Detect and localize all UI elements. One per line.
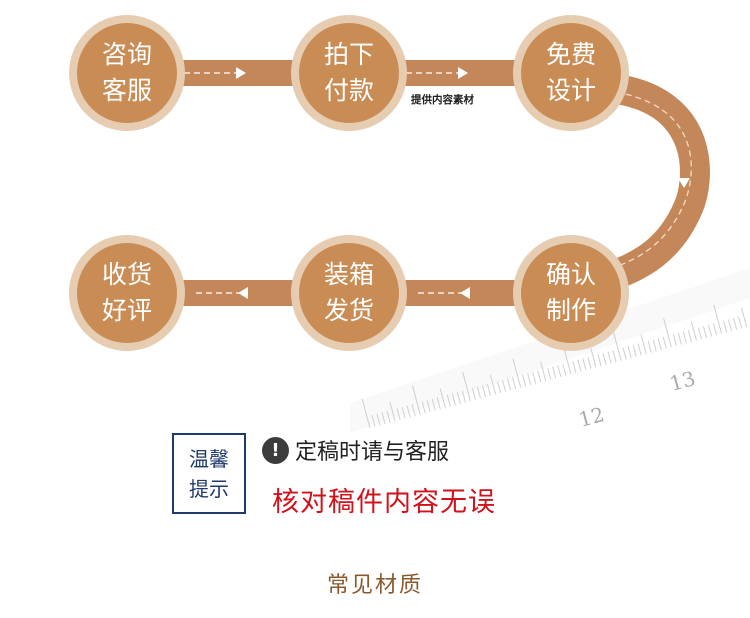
step-label-line1: 免费 — [546, 40, 596, 69]
ruler-tick — [623, 348, 626, 360]
step-note: 提供内容素材 — [411, 93, 474, 106]
step-design: 免费 设计 — [513, 15, 629, 131]
ruler-tick — [497, 381, 500, 393]
ruler-tick — [734, 318, 737, 330]
step-consult: 咨询 客服 — [69, 15, 185, 131]
ruler-tick — [603, 353, 606, 365]
ruler-tick — [578, 360, 581, 372]
section-title: 常见材质 — [0, 567, 750, 599]
ruler-tick — [608, 352, 611, 364]
step-label-line1: 装箱 — [324, 260, 374, 289]
ruler-tick — [658, 338, 661, 350]
step-label-line2: 发货 — [324, 296, 374, 325]
step-label-line1: 咨询 — [102, 40, 152, 69]
step-label-line2: 好评 — [102, 296, 152, 325]
ruler-tick — [739, 317, 742, 329]
tip-message: ! 定稿时请与客服 — [262, 434, 449, 466]
ruler-tick — [598, 354, 601, 366]
ruler-tick — [641, 335, 646, 354]
ruler-tick — [563, 364, 566, 376]
ruler-label-12: 12 — [576, 402, 607, 432]
connector-6-5 — [170, 280, 305, 306]
ruler-tick — [528, 373, 531, 385]
ruler-tick — [683, 332, 686, 344]
step-label-line2: 客服 — [102, 76, 152, 105]
ruler-tick — [508, 379, 511, 391]
ruler-tick — [523, 375, 526, 387]
tip-badge-line2: 提示 — [189, 474, 229, 504]
ruler-tick — [533, 372, 536, 384]
exclamation-icon: ! — [262, 437, 289, 464]
ruler-tick — [724, 321, 727, 333]
ruler-tick — [688, 330, 691, 342]
ruler-tick — [648, 341, 651, 353]
ruler-tick — [588, 357, 591, 369]
tip-highlight: 核对稿件内容无误 — [272, 480, 496, 519]
ruler-tick — [553, 367, 556, 379]
step-label-line1: 收货 — [102, 260, 152, 289]
step-review: 收货 好评 — [69, 235, 185, 351]
ruler-tick — [633, 345, 636, 357]
ruler-tick — [698, 328, 701, 340]
step-label-line1: 确认 — [546, 260, 596, 289]
step-label-line1: 拍下 — [324, 40, 374, 69]
ruler-tick — [573, 361, 576, 373]
connector-1-2 — [170, 60, 305, 86]
ruler-tick — [503, 380, 506, 392]
step-ship: 装箱 发货 — [291, 235, 407, 351]
ruler-tick — [663, 337, 666, 349]
connector-5-4 — [392, 280, 527, 306]
step-payment: 拍下 付款 — [291, 15, 407, 131]
ruler-tick — [591, 348, 596, 367]
ruler-tick — [708, 325, 711, 337]
tip-badge-line1: 温馨 — [189, 444, 229, 474]
step-label-line2: 设计 — [546, 76, 596, 105]
ruler-tick — [638, 344, 641, 356]
ruler-tick — [678, 333, 681, 345]
ruler-tick — [729, 320, 732, 332]
step-label-line2: 付款 — [324, 76, 374, 105]
ruler-tick — [513, 377, 516, 389]
ruler-tick — [653, 340, 656, 352]
step-label-line2: 制作 — [546, 296, 596, 325]
ruler-tick — [583, 359, 586, 371]
ruler-tick — [628, 346, 631, 358]
connector-2-3: 提供内容素材 — [392, 60, 527, 109]
ruler-tick — [691, 321, 696, 340]
ruler-tick — [713, 324, 716, 336]
ruler-tick — [538, 371, 541, 383]
ruler-tick — [558, 365, 561, 377]
ruler-tick — [613, 350, 616, 362]
tip-badge: 温馨 提示 — [172, 433, 246, 514]
tip-message-text: 定稿时请与客服 — [295, 434, 449, 466]
ruler-tick — [673, 334, 676, 346]
ruler-tick — [742, 308, 747, 327]
ruler-label-13: 13 — [667, 366, 698, 396]
ruler-tick — [548, 368, 551, 380]
step-confirm: 确认 制作 — [513, 235, 629, 351]
ruler-tick — [703, 326, 706, 338]
